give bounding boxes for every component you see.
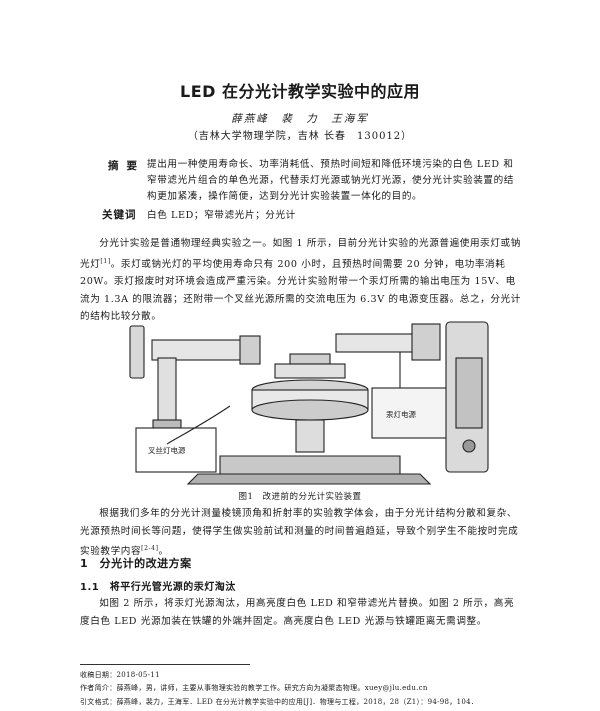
figure-label-right: 汞灯电源 <box>386 409 416 419</box>
abstract-label: 摘要 <box>108 160 145 172</box>
keywords-text: 白色 LED；窄带滤光片；分光计 <box>147 210 296 221</box>
paper-authors: 薛燕峰 裴 力 王海军 <box>231 113 369 125</box>
intro-text: 分光计实验是普通物理经典实验之一。如图 1 所示，目前分光计实验的光源普遍使用汞… <box>80 238 521 270</box>
second-paragraph: 根据我们多年的分光计测量棱镜顶角和折射率的实验教学体会，由于分光计结构分散和复杂… <box>80 505 523 561</box>
intro-rest: 。汞灯或钠光灯的平均使用寿命只有 200 小时，且预热时间需要 20 分钟，电功… <box>80 258 521 323</box>
subsection-heading-1-1: 1.1 将平行光管光源的汞灯淘汰 <box>80 582 236 593</box>
section-heading-1: 1 分光计的改进方案 <box>80 557 192 570</box>
footnote-received: 收稿日期：2018-05-11 <box>80 671 160 679</box>
footnote-citation: 引文格式：薛燕峰，裴力，王海军．LED 在分光计教学实验中的应用[J]．物理与工… <box>80 698 479 706</box>
para2-text: 根据我们多年的分光计测量棱镜顶角和折射率的实验教学体会，由于分光计结构分散和复杂… <box>80 508 519 558</box>
intro-citation: [1] <box>100 257 111 265</box>
third-paragraph: 如图 2 所示，将汞灯光源淘汰，用高亮度白色 LED 和窄带滤光片替换。如图 2… <box>80 598 515 627</box>
paper-title: LED 在分光计教学实验中的应用 <box>180 82 420 101</box>
footnote-author: 作者简介：薛燕峰，男，讲师，主要从事物理实验的教学工作。研究方向为凝聚态物理。x… <box>80 684 428 692</box>
figure-label-left: 叉丝灯电源 <box>148 445 186 455</box>
para2-end: 。 <box>158 546 169 558</box>
keywords-label: 关键词 <box>102 209 137 221</box>
paper-affiliation: （吉林大学物理学院，吉林 长春 130012） <box>187 131 413 142</box>
intro-paragraph: 分光计实验是普通物理经典实验之一。如图 1 所示，目前分光计实验的光源普遍使用汞… <box>80 235 523 326</box>
para2-citation: [2-4] <box>141 545 159 552</box>
figure-caption: 图1 改进前的分光计实验装置 <box>238 492 362 502</box>
footnote-rule <box>80 664 250 665</box>
abstract-text: 提出用一种使用寿命长、功率消耗低、预热时间短和降低环境污染的白色 LED 和窄带… <box>147 159 514 203</box>
spectrometer-figure: 叉丝灯电源 汞灯电源 <box>129 321 489 485</box>
